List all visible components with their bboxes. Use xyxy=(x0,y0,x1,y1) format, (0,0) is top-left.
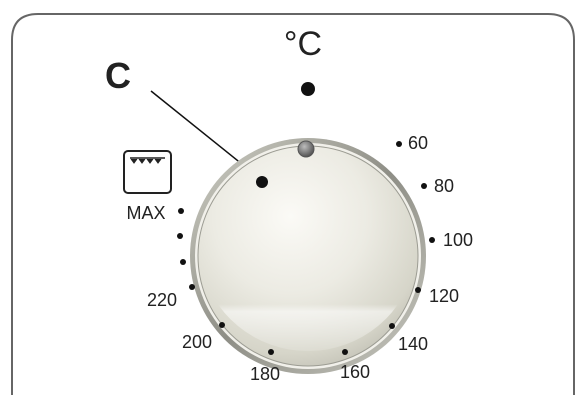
temp-label: 60 xyxy=(408,133,428,153)
temperature-knob[interactable] xyxy=(190,138,426,374)
position-indicator-dot xyxy=(301,82,315,96)
panel-outline xyxy=(11,13,575,395)
knob-indicator xyxy=(297,140,315,158)
unit-label: °C xyxy=(284,25,322,63)
max-label: MAX xyxy=(126,203,165,223)
oven-grill-icon xyxy=(123,150,172,194)
temp-label: 100 xyxy=(443,230,473,250)
knob-center-point xyxy=(256,176,268,188)
temp-label: 160 xyxy=(340,362,370,382)
temp-label: 80 xyxy=(434,176,454,196)
temp-label: 140 xyxy=(398,334,428,354)
temp-label: 220 xyxy=(147,290,177,310)
temp-label: 180 xyxy=(250,364,280,384)
temperature-scale: 60 80 100 120 140 160 180 200 220 xyxy=(147,133,473,384)
scale-dots xyxy=(177,141,435,355)
callout-label: C xyxy=(105,55,131,96)
temp-label: 120 xyxy=(429,286,459,306)
temp-label: 200 xyxy=(182,332,212,352)
